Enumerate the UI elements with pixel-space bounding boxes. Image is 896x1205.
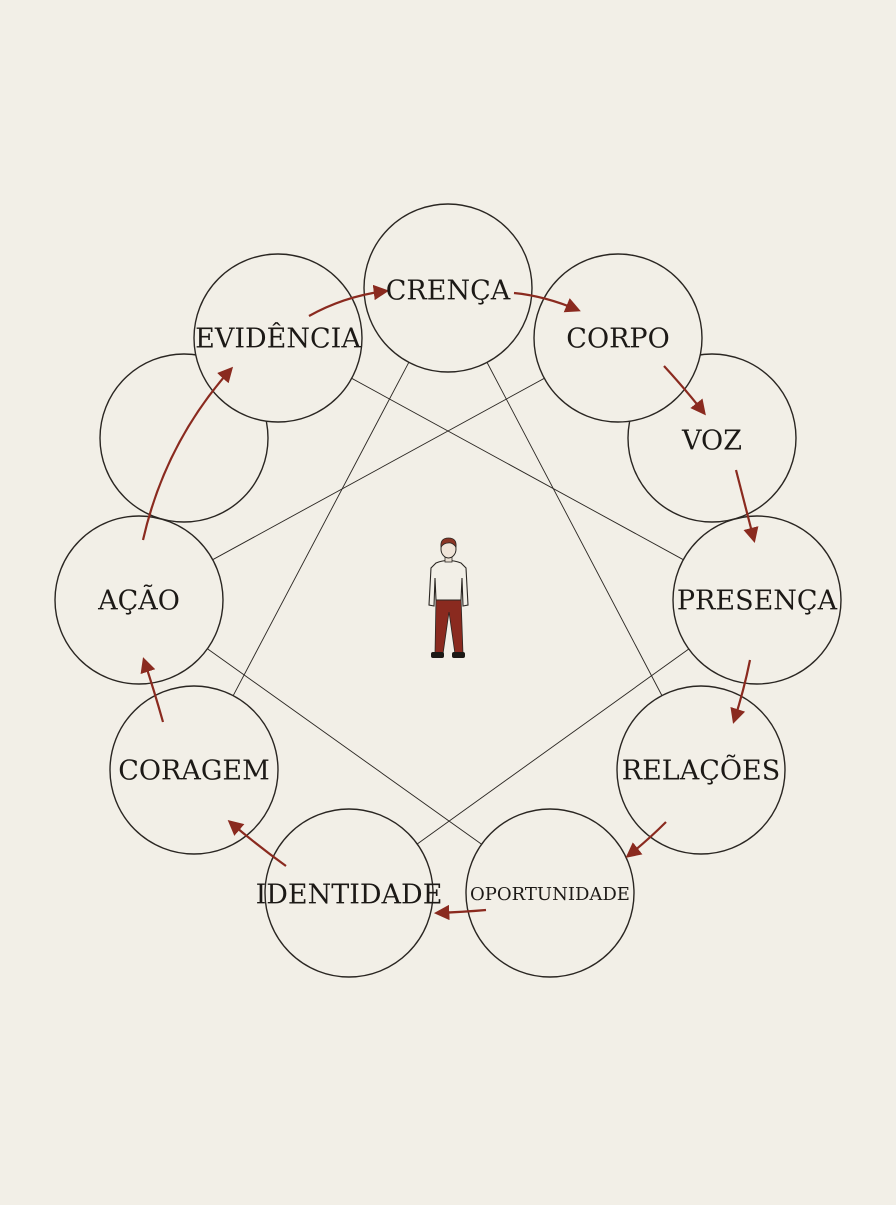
node-label-corpo: CORPO xyxy=(566,324,669,355)
node-label-voz: VOZ xyxy=(681,426,742,457)
node-circles xyxy=(54,203,842,978)
arrow-identidade-to-coragem xyxy=(227,819,287,867)
arrow-presenca-to-relacoes xyxy=(730,659,752,724)
node-circle-presenca xyxy=(672,515,842,685)
arrow-evidencia-to-crenca xyxy=(308,284,390,317)
node-circle-evidencia xyxy=(193,253,363,423)
node-label-crenca: CRENÇA xyxy=(386,276,511,307)
node-circle-acao xyxy=(54,515,224,685)
node-circle-corpo xyxy=(533,253,703,423)
node-label-presenca: PRESENÇA xyxy=(677,586,838,617)
connection-line-corpo-acao xyxy=(212,377,545,561)
arrow-voz-to-presenca xyxy=(734,469,759,543)
connection-line-evidencia-presenca xyxy=(351,377,684,561)
node-label-coragem: CORAGEM xyxy=(118,756,270,787)
node-label-relacoes: RELAÇÕES xyxy=(622,753,780,787)
connection-line-presenca-identidade xyxy=(416,648,690,845)
node-label-evidencia: EVIDÊNCIA xyxy=(195,322,361,355)
node-label-identidade: IDENTIDADE xyxy=(256,880,443,911)
arrow-crenca-to-corpo xyxy=(513,291,581,313)
node-circle-crenca xyxy=(363,203,533,373)
arrow-relacoes-to-oportunidade xyxy=(625,821,667,858)
node-circle-identidade xyxy=(264,808,434,978)
connection-lines xyxy=(207,362,690,845)
connection-line-crenca-coragem xyxy=(232,362,410,696)
node-circle-relacoes xyxy=(616,685,786,855)
connection-line-crenca-relacoes xyxy=(486,362,663,696)
arrow-coragem-to-acao xyxy=(140,657,165,723)
cycle-arrows xyxy=(140,284,759,921)
person-figure-icon xyxy=(428,537,469,658)
node-label-oportunidade: OPORTUNIDADE xyxy=(470,884,630,905)
arrow-corpo-to-voz xyxy=(663,365,706,416)
node-label-acao: AÇÃO xyxy=(97,584,180,617)
node-labels: CRENÇA CORPO VOZ PRESENÇA RELAÇÕES OPORTUNIDA… xyxy=(97,276,837,911)
arrow-oportunidade-to-identidade xyxy=(433,904,487,921)
arrow-acao-to-evidencia xyxy=(141,366,234,541)
connection-line-acao-oportunidade xyxy=(207,648,482,845)
node-circle-coragem xyxy=(109,685,279,855)
node-circle-oportunidade xyxy=(465,808,635,978)
